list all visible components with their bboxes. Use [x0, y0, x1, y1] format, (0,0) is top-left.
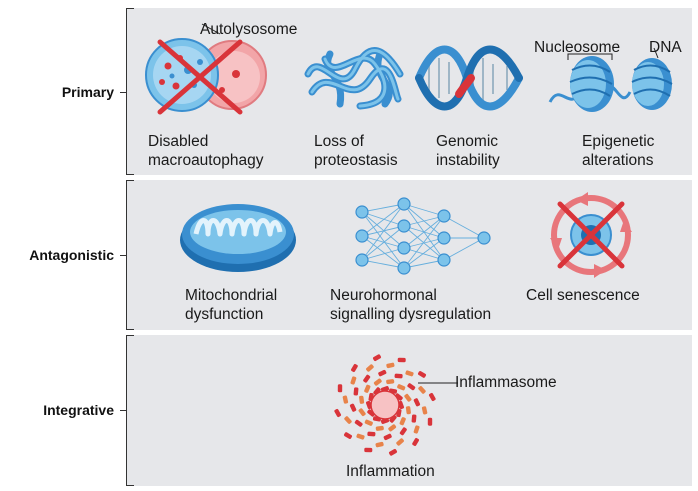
inflammasome-icon — [334, 354, 436, 456]
nucleosome-label: Nucleosome — [534, 39, 621, 56]
genomic-label-line1: Genomic — [436, 133, 499, 150]
row-label-antagonistic: Antagonistic — [29, 247, 114, 263]
inflammasome-label: Inflammasome — [455, 374, 557, 391]
integrative-bracket — [126, 335, 134, 486]
genomic-label-line2: instability — [436, 152, 500, 169]
autolysosome-icon — [145, 23, 267, 115]
epigenetic-label-line2: alterations — [582, 152, 654, 169]
antagonistic-bracket-tick — [120, 255, 126, 257]
epigenetic-label-line1: Epigenetic — [582, 133, 655, 150]
row-label-integrative: Integrative — [43, 402, 114, 418]
autolysosome-label: Autolysosome — [200, 21, 298, 38]
mitochondrial-label-line2: dysfunction — [185, 306, 264, 323]
macroautophagy-label-line2: macroautophagy — [148, 152, 264, 169]
primary-bracket-tick — [120, 92, 126, 94]
dna-helix-icon — [415, 45, 523, 111]
inflammation-label: Inflammation — [346, 463, 435, 480]
row-label-primary: Primary — [61, 84, 114, 100]
macroautophagy-label-line1: Disabled — [148, 133, 209, 150]
tangled-protein-icon — [304, 47, 404, 110]
senescent-cell-icon — [550, 192, 632, 278]
senescence-label: Cell senescence — [526, 287, 640, 304]
integrative-bracket-tick — [120, 410, 126, 412]
mitochondrial-label-line1: Mitochondrial — [185, 287, 278, 304]
neural-network-icon — [355, 197, 491, 275]
proteostasis-label-line2: proteostasis — [314, 152, 398, 169]
proteostasis-label-line1: Loss of — [314, 133, 364, 150]
nucleosome-icon — [548, 47, 673, 112]
mitochondrion-icon — [180, 204, 296, 272]
antagonistic-bracket — [126, 180, 134, 330]
inflammasome-pointer — [418, 382, 458, 384]
primary-bracket — [126, 8, 134, 175]
neurohormonal-label-line1: Neurohormonal — [330, 287, 437, 304]
neurohormonal-label-line2: signalling dysregulation — [330, 306, 492, 323]
dna-label: DNA — [649, 39, 682, 56]
